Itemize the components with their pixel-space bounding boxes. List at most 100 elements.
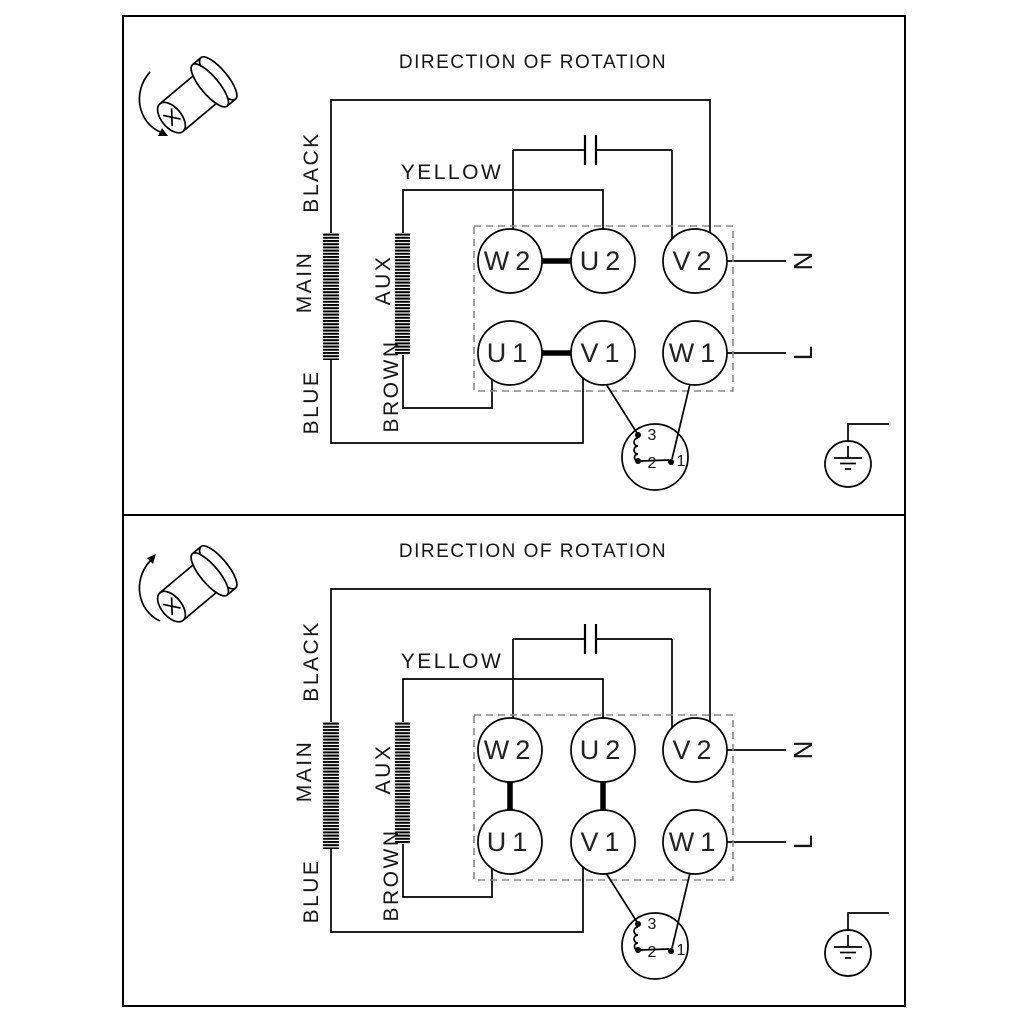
switch-terminal-2-label: 2 [648, 944, 657, 961]
label-line: L [788, 346, 818, 360]
wire-brown [402, 355, 493, 409]
rotation-arrow-head [158, 128, 168, 136]
rotation-arrow [138, 71, 161, 133]
wire-v1-switch [605, 872, 638, 923]
terminal-v2-circle [662, 717, 728, 783]
ground-symbol [824, 423, 889, 488]
terminal-v2-label: V2 [672, 735, 717, 765]
label-main: MAIN [293, 251, 316, 314]
label-brown: BROWN [380, 829, 403, 922]
terminal-w1-circle [662, 809, 728, 875]
terminal-v2-label: V2 [672, 246, 717, 276]
ground-lead [847, 912, 889, 930]
wire-brown [402, 844, 493, 898]
label-aux: AUX [372, 255, 395, 306]
terminal-v2-circle [662, 228, 728, 294]
label-yellow: YELLOW [401, 650, 504, 673]
ground-lead [847, 423, 889, 441]
switch-contact [640, 459, 670, 462]
switch-terminal-2-dot [635, 947, 641, 953]
switch-coil [633, 926, 639, 951]
thermal-switch: 3 2 1 [633, 916, 686, 961]
wire-black [330, 99, 711, 233]
wire-w1-switch [671, 872, 691, 949]
label-brown: BROWN [380, 340, 403, 433]
terminal-w2: W2 [477, 717, 543, 783]
terminal-v1-label: V1 [580, 338, 625, 368]
terminal-board-outline [473, 225, 734, 392]
label-blue: BLUE [300, 859, 323, 924]
switch-terminal-3-label: 3 [648, 916, 657, 933]
label-line: L [788, 835, 818, 849]
switch-terminal-1-label: 1 [677, 942, 686, 959]
terminal-u2-label: U2 [580, 735, 627, 765]
wire-yellow [402, 189, 604, 233]
wire-yellow [402, 678, 604, 722]
capacitor [512, 135, 673, 239]
label-main: MAIN [293, 740, 316, 803]
terminal-u1: U1 [477, 809, 543, 875]
terminal-v2: V2 [662, 717, 728, 783]
wire-v1-switch [605, 383, 638, 434]
motor-icon [138, 56, 238, 136]
terminal-w2-label: W2 [484, 246, 537, 276]
panel-title: DIRECTION OF ROTATION [399, 52, 667, 73]
terminal-v1-label: V1 [580, 827, 625, 857]
terminal-board-outline [473, 714, 734, 881]
label-black: BLACK [300, 620, 323, 701]
terminal-u1: U1 [477, 320, 543, 386]
terminal-u1-label: U1 [487, 338, 534, 368]
label-blue: BLUE [300, 370, 323, 435]
terminal-u2-label: U2 [580, 246, 627, 276]
rotation-arrow [138, 560, 161, 622]
wire-w1-switch [671, 383, 691, 460]
motor-flange-front [190, 552, 230, 597]
label-black: BLACK [300, 131, 323, 212]
switch-terminal-3-dot [635, 921, 641, 927]
terminal-w1-circle [662, 320, 728, 386]
terminal-u2: U2 [570, 228, 636, 294]
panel-title: DIRECTION OF ROTATION [399, 541, 667, 562]
aux-winding [395, 233, 410, 355]
terminal-w1-label: W1 [669, 827, 722, 857]
terminal-v2: V2 [662, 228, 728, 294]
terminal-u1-label: U1 [487, 827, 534, 857]
terminal-v1: V1 [570, 320, 636, 386]
wire-black [330, 588, 711, 722]
switch-terminal-3-dot [635, 432, 641, 438]
thermal-switch: 3 2 1 [633, 427, 686, 472]
label-neutral: N [788, 252, 818, 271]
switch-coil [633, 437, 639, 462]
panel-top: DIRECTION OF ROTATION [138, 52, 889, 491]
switch-terminal-2-label: 2 [648, 455, 657, 472]
switch-terminal-2-dot [635, 458, 641, 464]
rotation-arrow-head [147, 554, 156, 564]
panel-bottom: DIRECTION OF ROTATION [138, 541, 889, 980]
shaft-x-mark [170, 108, 174, 127]
motor-icon [138, 545, 238, 623]
label-aux: AUX [372, 744, 395, 795]
wire-blue [330, 360, 584, 444]
switch-terminal-1-dot [668, 948, 674, 954]
switch-terminal-1-dot [668, 459, 674, 465]
terminal-u2: U2 [570, 717, 636, 783]
aux-winding [395, 722, 410, 844]
terminal-w1: W1 [662, 320, 728, 386]
thermal-switch-body [621, 912, 689, 980]
switch-terminal-3-label: 3 [648, 427, 657, 444]
terminal-w1-label: W1 [669, 338, 722, 368]
switch-contact [640, 948, 670, 951]
ground-symbol [824, 912, 889, 977]
motor-flange-front [190, 63, 230, 108]
terminal-w1: W1 [662, 809, 728, 875]
capacitor [512, 624, 673, 728]
main-winding [323, 233, 339, 360]
wire-blue [330, 849, 584, 933]
terminal-w2: W2 [477, 228, 543, 294]
terminal-w2-label: W2 [484, 735, 537, 765]
label-yellow: YELLOW [401, 161, 504, 184]
main-winding [323, 722, 339, 849]
shaft-x-mark [170, 597, 174, 616]
